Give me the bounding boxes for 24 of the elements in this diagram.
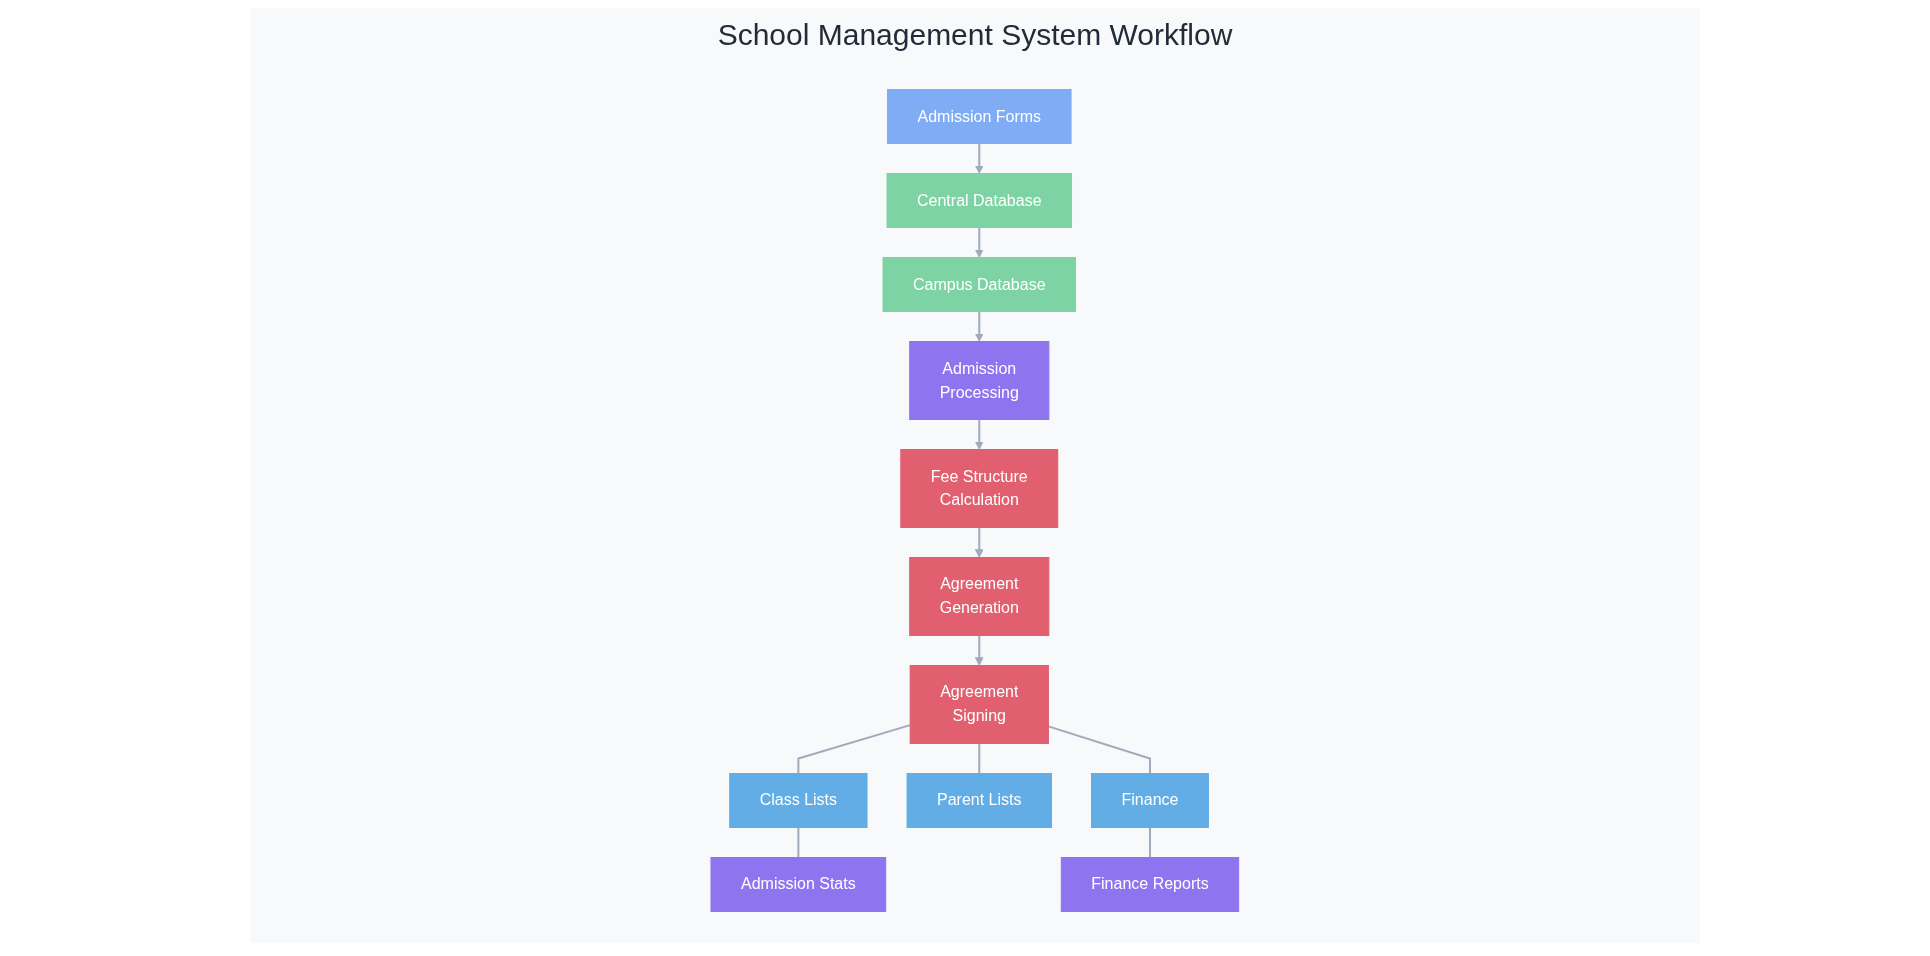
node-box: Admission Processing bbox=[909, 341, 1050, 420]
connector bbox=[797, 826, 800, 859]
node-box: Agreement Generation bbox=[909, 557, 1050, 636]
arrow bbox=[975, 634, 984, 666]
node-box: Agreement Signing bbox=[909, 665, 1050, 744]
arrow bbox=[975, 526, 984, 558]
node-box: Finance Reports bbox=[1060, 857, 1240, 912]
connector bbox=[1047, 725, 1152, 775]
diagram-title: School Management System Workflow bbox=[716, 18, 1234, 52]
arrow bbox=[975, 226, 984, 258]
connector bbox=[978, 742, 981, 775]
node-box: Admission Forms bbox=[887, 89, 1072, 144]
node-box: Finance bbox=[1091, 773, 1210, 828]
node-box: Campus Database bbox=[882, 257, 1077, 312]
node-box: Central Database bbox=[886, 173, 1073, 228]
arrow bbox=[975, 418, 984, 450]
arrow bbox=[975, 142, 984, 174]
node-box: Parent Lists bbox=[906, 773, 1053, 828]
node-box: Fee Structure Calculation bbox=[900, 449, 1059, 528]
connector bbox=[797, 724, 912, 775]
arrow bbox=[975, 310, 984, 342]
node-box: Admission Stats bbox=[710, 857, 887, 912]
connector bbox=[1149, 826, 1152, 859]
node-box: Class Lists bbox=[729, 773, 868, 828]
